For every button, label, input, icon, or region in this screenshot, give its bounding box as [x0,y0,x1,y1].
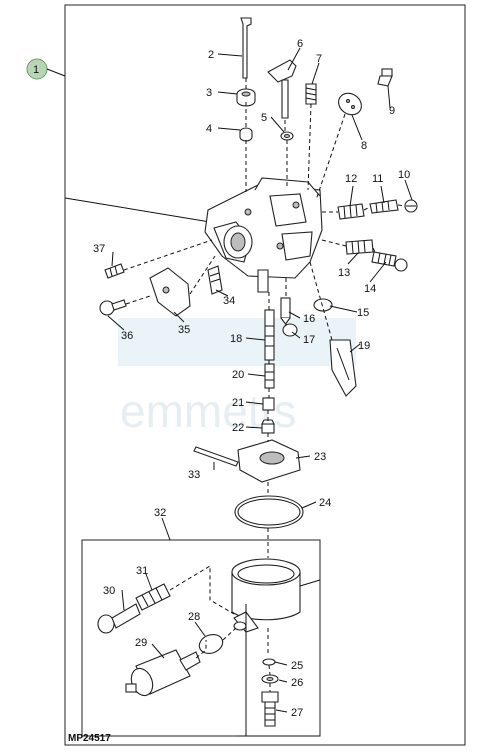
assembly-badge: 1 [26,58,48,80]
subassembly-frame [81,539,321,737]
part-22-jet [261,419,275,434]
callout-26: 26 [291,677,303,689]
callout-24: 24 [319,497,331,509]
part-7-spring [305,83,317,105]
callout-3: 3 [206,87,212,99]
callout-30: 30 [103,585,115,597]
callout-8: 8 [361,140,367,152]
part-28-gasket [198,634,224,654]
callout-33: 33 [188,469,200,481]
callout-27: 27 [291,707,303,719]
part-37-screw [104,263,125,279]
part-11-spring [369,199,399,214]
callout-20: 20 [232,369,244,381]
callout-21: 21 [232,397,244,409]
figure-code: MP24517 [68,733,111,744]
callout-18: 18 [230,333,242,345]
callout-2: 2 [208,49,214,61]
part-2-throttle-shaft [240,17,252,79]
svg-text:1: 1 [33,64,39,76]
part-36-screw [99,299,127,316]
part-29-solenoid [125,649,201,697]
leader-lines [107,47,413,737]
part-9-screw [377,68,393,87]
part-8-choke-plate [338,92,362,116]
part-20-nozzle [264,363,275,389]
callout-28: 28 [188,611,200,623]
callout-16: 16 [303,313,315,325]
callout-4: 4 [206,123,212,135]
part-33-pin [193,446,239,467]
part-30-screw [97,603,141,634]
callout-labels: 2 3 4 5 6 7 8 9 10 11 12 13 14 15 16 17 … [93,38,410,719]
callout-25: 25 [291,660,303,672]
part-26-washer [261,674,279,684]
callout-32: 32 [154,507,166,519]
part-5-washer [280,131,294,141]
callout-31: 31 [136,565,148,577]
part-12-spring [337,203,365,220]
part-31-spring [135,583,171,611]
callout-15: 15 [357,307,369,319]
part-15-clip [313,298,333,312]
part-10-screw [404,199,418,213]
part-4-seal [239,127,253,142]
part-16-needle [280,297,291,325]
callout-10: 10 [398,169,410,181]
carburetor-body [204,177,323,293]
part-6-choke-shaft [267,59,297,119]
part-35-gasket [149,267,191,317]
outer-frame [64,4,466,746]
callout-22: 22 [232,422,244,434]
callout-7: 7 [316,53,322,65]
part-21-jet [262,397,275,411]
part-23-float-bowl-insert [237,439,301,483]
part-32-float-bowl [231,558,301,633]
part-34-screw [207,265,223,295]
callout-23: 23 [314,451,326,463]
callout-12: 12 [345,173,357,185]
part-18-emulsion-tube [264,309,275,361]
callout-36: 36 [121,330,133,342]
part-13-spring [345,239,374,255]
part-14-screw [371,251,408,272]
callout-14: 14 [364,283,376,295]
callout-5: 5 [261,112,267,124]
callout-34: 34 [223,295,235,307]
callout-17: 17 [303,334,315,346]
callout-6: 6 [297,38,303,50]
part-25-washer [262,658,276,666]
part-27-drain-screw [261,691,279,727]
callout-35: 35 [178,324,190,336]
callout-9: 9 [389,105,395,117]
callout-13: 13 [338,267,350,279]
part-19-float [329,339,357,397]
callout-37: 37 [93,243,105,255]
callout-29: 29 [135,637,147,649]
callout-11: 11 [372,173,383,185]
callout-19: 19 [358,340,370,352]
part-24-gasket [234,495,304,529]
